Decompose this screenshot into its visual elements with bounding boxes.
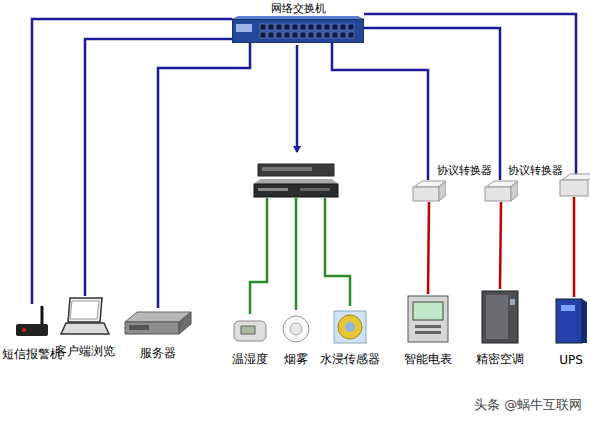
conv-icon — [484, 180, 518, 202]
acquisition-unit — [254, 164, 338, 197]
node-label: 服务器 — [123, 346, 193, 360]
device: 烟雾 — [281, 314, 311, 366]
node-label: UPS — [554, 353, 588, 367]
device: 短信报警机 — [2, 304, 62, 361]
server-icon — [123, 308, 193, 338]
node-label: 短信报警机 — [2, 347, 62, 361]
protocol-converter: 协议转换器 — [484, 164, 563, 202]
node-label: 精密空调 — [476, 352, 524, 366]
node-label: 智能电表 — [404, 352, 452, 366]
aircon-icon — [480, 289, 520, 344]
network-wire — [364, 14, 576, 176]
device: 水浸传感器 — [320, 310, 380, 366]
node-label: 水浸传感器 — [320, 352, 380, 366]
connector — [158, 43, 250, 308]
serial-wire — [573, 197, 576, 297]
node-label: 协议转换器 — [437, 164, 492, 178]
connector — [364, 28, 500, 180]
device: 服务器 — [123, 308, 193, 360]
device: 温湿度 — [232, 318, 268, 366]
protocol-converter: 协议转换器 — [412, 164, 492, 202]
connector — [428, 202, 429, 294]
protocol-converter — [560, 174, 590, 196]
network-switch: 网络交换机 — [232, 2, 364, 43]
conv-icon — [412, 180, 446, 202]
ups-icon — [554, 297, 588, 345]
watermark: 头条 @蜗牛互联网 — [474, 396, 582, 414]
alarm-icon — [12, 304, 52, 339]
sw-icon — [232, 16, 364, 43]
network-wire — [296, 45, 299, 152]
device: 客户端浏览 — [55, 296, 115, 358]
node-label: 客户端浏览 — [55, 344, 115, 358]
device: 精密空调 — [476, 289, 524, 366]
node-label: 协议转换器 — [508, 164, 563, 178]
meter-icon — [406, 294, 450, 344]
device: UPS — [554, 297, 588, 367]
sensor-wire — [250, 198, 350, 314]
node-label: 网络交换机 — [232, 2, 364, 16]
smoke-icon — [281, 314, 311, 344]
laptop-icon — [60, 296, 110, 336]
device: 智能电表 — [404, 294, 452, 366]
node-label: 温湿度 — [232, 352, 268, 366]
temp-icon — [232, 318, 268, 344]
connector — [500, 202, 501, 289]
node-label: 烟雾 — [281, 352, 311, 366]
connector — [332, 43, 428, 180]
water-icon — [333, 310, 367, 344]
wire-tip — [293, 146, 301, 153]
connector — [32, 19, 232, 304]
